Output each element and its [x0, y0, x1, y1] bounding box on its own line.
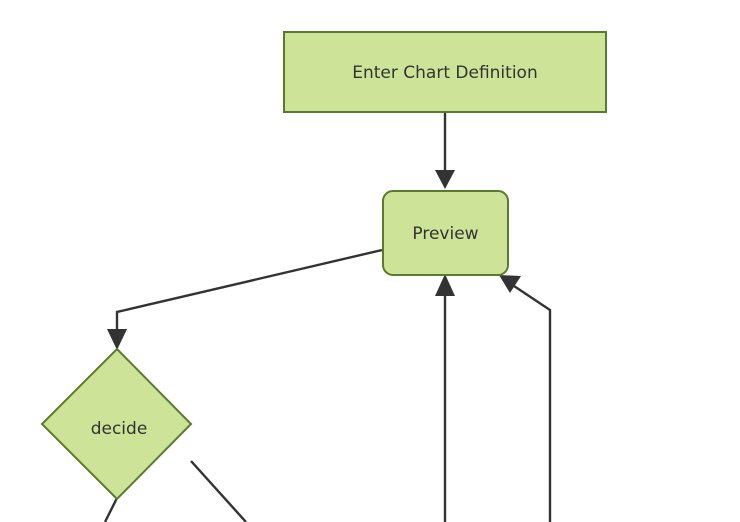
edge-preview-decide-line [115, 248, 383, 336]
node-preview-shape[interactable] [382, 190, 509, 276]
edge-layer [103, 113, 552, 522]
node-layer: Enter Chart Definition Preview decide [40, 31, 607, 501]
node-preview[interactable]: Preview [382, 190, 509, 276]
node-decide-label: decide [91, 419, 148, 439]
edge-bottom-center-preview [435, 274, 455, 522]
edge-preview-decide [107, 248, 383, 350]
edge-bottom-center-preview-arrowhead [435, 274, 455, 296]
edge-enter-preview [435, 113, 455, 189]
edge-decide-lower-right [190, 460, 247, 522]
node-preview-label: Preview [412, 224, 478, 244]
edge-bottom-right-preview-line [510, 283, 552, 522]
node-enter-chart-definition-label: Enter Chart Definition [352, 63, 537, 83]
edge-bottom-right-preview [499, 275, 552, 522]
edge-decide-lower-left-line [103, 497, 119, 522]
node-decide[interactable]: decide [40, 347, 193, 501]
edge-enter-preview-arrowhead [435, 170, 455, 189]
node-decide-shape[interactable] [40, 347, 193, 501]
edge-bottom-right-preview-arrowhead [499, 275, 521, 293]
node-enter-chart-definition[interactable]: Enter Chart Definition [283, 31, 607, 113]
edge-decide-lower-left [103, 497, 119, 522]
node-enter-chart-definition-shape[interactable] [283, 31, 607, 113]
edge-decide-lower-right-line [190, 460, 247, 522]
edge-preview-decide-arrowhead [107, 329, 127, 350]
